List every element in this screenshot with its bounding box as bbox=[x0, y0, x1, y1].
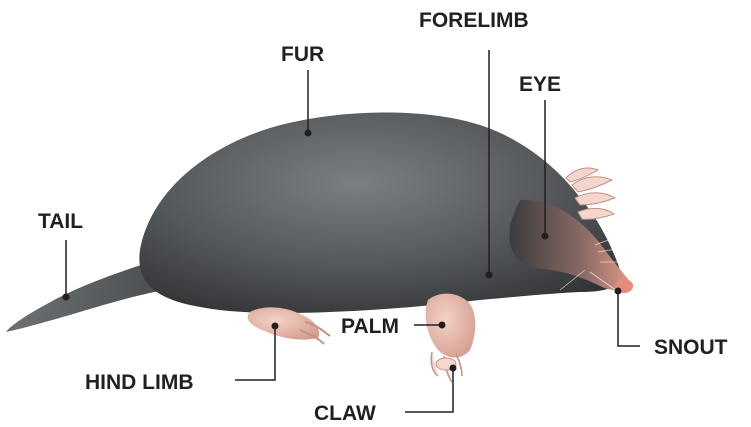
forelimb-dot bbox=[486, 272, 493, 279]
claw-leader bbox=[405, 368, 453, 412]
claw-dot bbox=[450, 365, 457, 372]
hind-limb-dot bbox=[272, 323, 279, 330]
label-tail: TAIL bbox=[38, 211, 83, 232]
palm-dot bbox=[439, 322, 446, 329]
label-hind-limb: HIND LIMB bbox=[85, 372, 194, 393]
eye-dot bbox=[542, 233, 549, 240]
label-snout: SNOUT bbox=[654, 337, 728, 358]
hind-limb-shape bbox=[248, 307, 330, 344]
snout-dot bbox=[615, 288, 622, 295]
label-eye: EYE bbox=[519, 74, 561, 95]
tail-dot bbox=[63, 294, 70, 301]
hind-limb-leader bbox=[235, 326, 275, 380]
label-palm: PALM bbox=[341, 316, 399, 337]
fur-dot bbox=[305, 130, 312, 137]
label-fur: FUR bbox=[281, 44, 324, 65]
label-forelimb: FORELIMB bbox=[419, 10, 529, 31]
label-claw: CLAW bbox=[314, 403, 376, 424]
